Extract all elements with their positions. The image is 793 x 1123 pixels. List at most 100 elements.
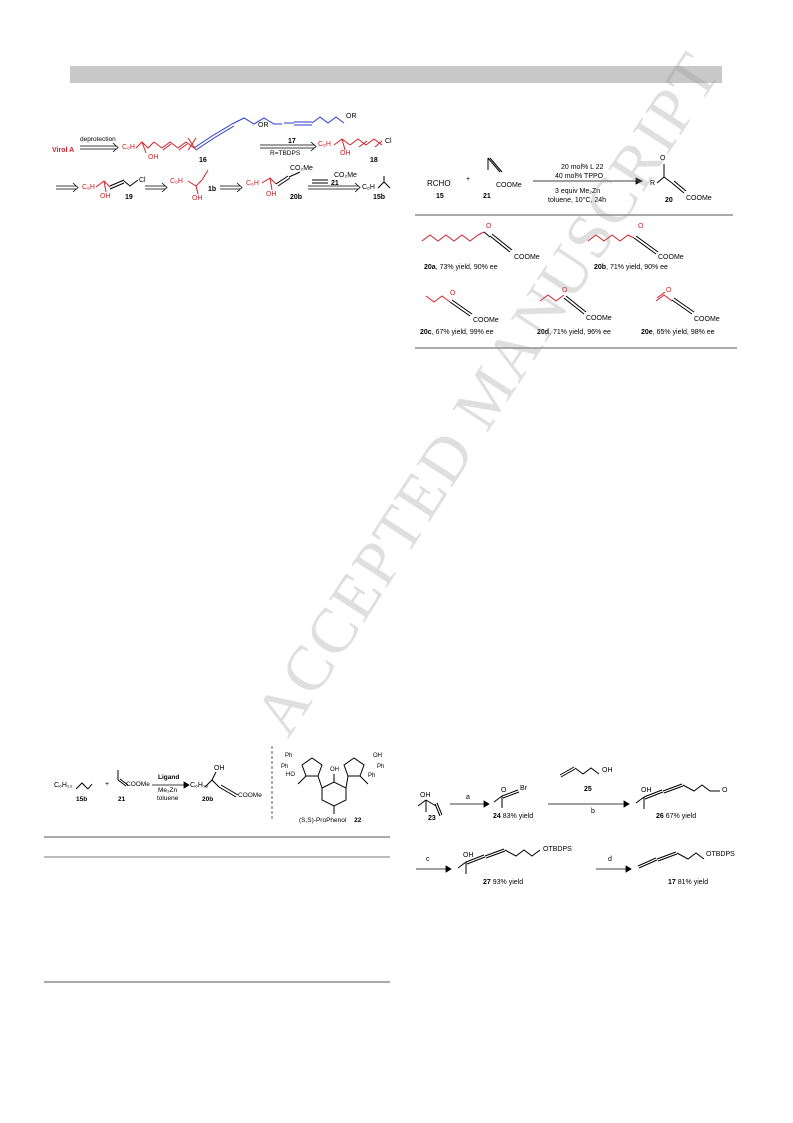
ligand-caption: (S,S)-ProPhenol 22 <box>299 817 362 825</box>
scheme4-oh25: OH <box>602 767 613 774</box>
product-20c-label: 20c <box>420 329 432 336</box>
header-bar <box>70 66 722 83</box>
scheme1-c6h13: C₆H <box>122 144 135 151</box>
ligand-oh-right: OH <box>373 753 382 759</box>
scheme4-y27: 93% yield <box>490 879 524 886</box>
scheme3-cmpd15b: 15b <box>76 796 88 803</box>
scheme1-structures <box>56 116 391 195</box>
product-20c-coome: COOMe <box>473 317 499 324</box>
scheme4-oh27: OH <box>463 852 474 859</box>
product-20e-coome: COOMe <box>694 316 720 323</box>
scheme3-coome-prod: COOMe <box>238 792 262 799</box>
scheme3-cmpd21: 21 <box>118 796 126 803</box>
scheme1-oh-19: OH <box>100 193 111 200</box>
product-20d-label: 20d <box>537 329 550 336</box>
scheme1-oh: OH <box>148 154 159 161</box>
scheme2-oh: O <box>660 155 666 162</box>
scheme4-a: a <box>466 794 470 801</box>
ligand-ho: HO <box>286 772 295 778</box>
product-20b-yield: , 71% yield, 90% ee <box>606 264 668 271</box>
scheme1-cmpd21: 21 <box>331 180 339 187</box>
scheme1-arrow-label: deprotection <box>80 136 116 143</box>
scheme2-coome-20: COOMe <box>686 195 712 202</box>
product-20b-label: 20b <box>594 264 607 271</box>
scheme3-plus: + <box>105 781 110 788</box>
scheme3-structures <box>44 746 390 983</box>
scheme1-r-def: R=TBDPS <box>270 150 301 157</box>
product-20e-label: 20e <box>641 329 653 336</box>
scheme2-structures <box>415 157 737 349</box>
scheme1-cmpd1b: 1b <box>208 186 217 193</box>
scheme1-c6h13-1b: C₆H <box>170 178 183 185</box>
scheme1-cmpd20b: 20b <box>290 194 303 201</box>
ligand-cmpd22: 22 <box>354 817 362 824</box>
product-20d-caption: 20d, 71% yield, 96% ee <box>537 329 611 336</box>
scheme1-oh-20b: OH <box>266 191 277 198</box>
scheme4-oh24: O <box>501 787 507 794</box>
scheme4-b: b <box>591 808 595 815</box>
product-20a-caption: 20a, 73% yield, 90% ee <box>424 264 498 271</box>
scheme1-oh-1b: OH <box>192 195 203 202</box>
scheme2-cmpd21: 21 <box>483 193 491 200</box>
scheme2-cond4: toluene, 10°C, 24h <box>548 197 607 204</box>
scheme2-cond2: 40 mol% TPPO <box>555 173 604 180</box>
product-20e-caption: 20e, 65% yield, 98% ee <box>641 329 715 336</box>
scheme1-cmpd19: 19 <box>125 194 133 201</box>
scheme4-oh23: OH <box>420 792 431 799</box>
scheme1-cl: Cl <box>385 138 392 145</box>
scheme4-cmpd25: 25 <box>584 786 592 793</box>
scheme3-cmpd20b: 20b <box>202 796 214 803</box>
scheme3-c6h13-prod: C₆H₁₃ <box>190 782 209 789</box>
scheme1-c6h-ald: C₆H <box>362 184 375 191</box>
product-20d-oh: O <box>562 287 568 294</box>
product-20c-oh: O <box>450 290 456 297</box>
product-20e-yield: , 65% yield, 98% ee <box>652 329 715 336</box>
scheme4-cmpd26: 26 <box>656 813 664 820</box>
scheme1-cmpd15b: 15b <box>373 194 386 201</box>
scheme2-r: R <box>650 180 656 187</box>
scheme2-rcho: RCHO <box>427 179 451 188</box>
scheme2-coome: COOMe <box>496 182 522 189</box>
scheme4-cmpd24: 24 <box>493 813 501 820</box>
scheme4-caption24: 24 83% yield <box>493 813 533 820</box>
scheme1-or: OR <box>258 122 269 129</box>
product-20a-label: 20a <box>424 264 436 271</box>
scheme3-ligand: Ligand <box>158 774 180 781</box>
ligand-ph-2: Ph <box>281 764 289 770</box>
scheme3-me2zn: Me₂Zn <box>158 787 178 794</box>
ligand-name: (S,S)-ProPhenol <box>299 817 347 824</box>
scheme3-toluene: toluene <box>157 795 179 802</box>
scheme1-cl-19: Cl <box>139 177 146 184</box>
ligand-ph-3: Ph <box>377 764 385 770</box>
scheme1-or2: OR <box>346 113 357 120</box>
scheme2-cond1: 20 mol% L 22 <box>561 164 604 171</box>
scheme4-d: d <box>608 856 612 863</box>
scheme1-oh-18: OH <box>340 150 351 157</box>
scheme4-caption17: 17 81% yield <box>668 879 708 886</box>
product-20a-oh: O <box>486 223 492 230</box>
scheme1-c6h13-19: C₆H <box>82 184 95 191</box>
scheme2-cmpd20: 20 <box>665 197 673 204</box>
scheme4-caption27: 27 93% yield <box>483 879 523 886</box>
scheme2-cmpd15: 15 <box>436 193 444 200</box>
scheme4-cmpd27: 27 <box>483 879 491 886</box>
scheme2-cond3: 3 equiv Me₂Zn <box>555 188 601 195</box>
ligand-ph-1: Ph <box>285 753 293 759</box>
product-20e-oh: O <box>666 287 672 294</box>
product-20b-oh: O <box>638 223 644 230</box>
scheme4-otbdps27: OTBDPS <box>543 846 572 853</box>
scheme1-start: Virol A <box>52 147 75 154</box>
product-20d-coome: COOMe <box>586 315 612 322</box>
scheme1-c6h13-20b: C₆H <box>246 180 259 187</box>
scheme1-cmpd17: 17 <box>288 138 296 145</box>
scheme1-cmpd18: 18 <box>370 157 378 164</box>
product-20a-yield: , 73% yield, 90% ee <box>435 264 498 271</box>
scheme4-cmpd23: 23 <box>428 815 436 822</box>
scheme4-c: c <box>426 856 430 863</box>
scheme4-otbdps17: OTBDPS <box>706 851 735 858</box>
scheme3-c6h13: C₆H₁₃ <box>54 782 73 789</box>
ligand-oh: OH <box>330 767 339 773</box>
product-20a-coome: COOMe <box>514 254 540 261</box>
scheme1-co2me: CO₂Me <box>290 165 313 172</box>
scheme1-co2me-21: CO₂Me <box>334 172 357 179</box>
